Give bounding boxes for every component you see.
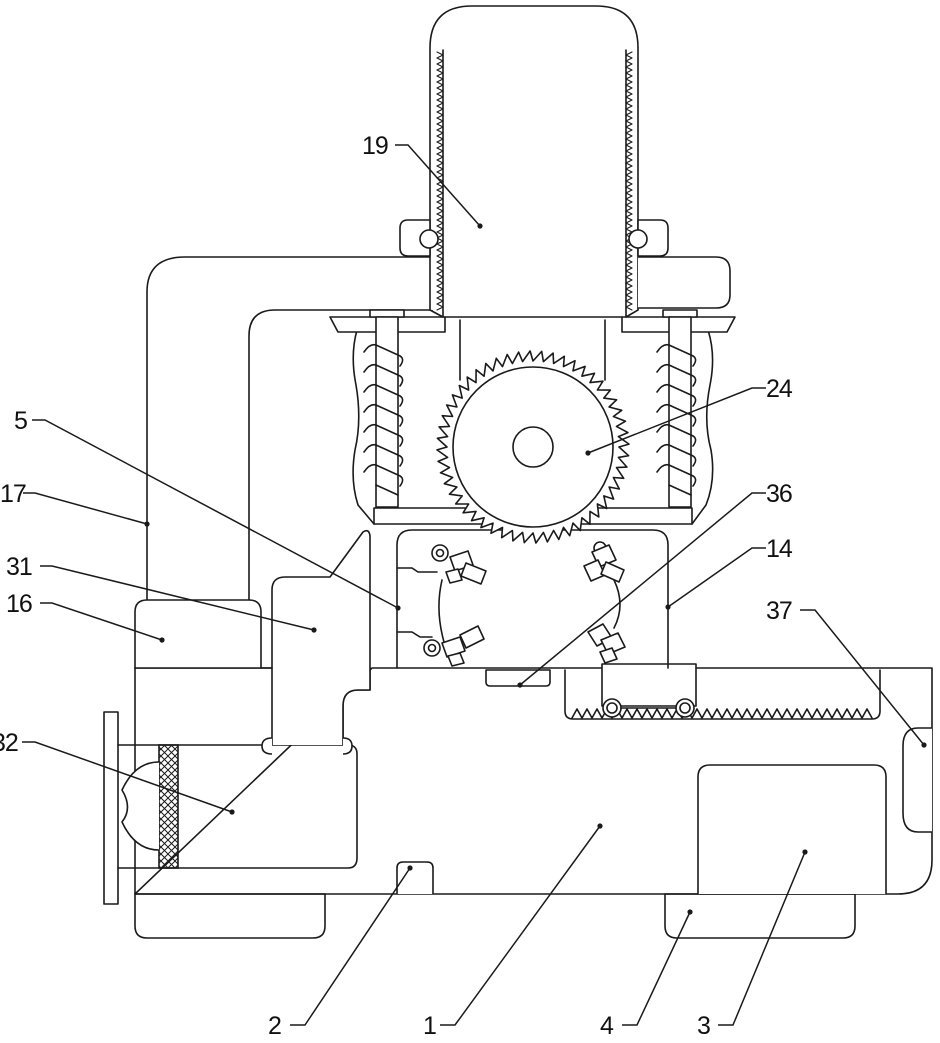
carriage-wheel-left-inner (607, 703, 617, 713)
label-16: 16 (6, 590, 32, 618)
arc-guide-left (439, 580, 444, 642)
funnel-seal-left (262, 738, 272, 754)
nozzle-upper-right (584, 542, 624, 582)
mesh-filter-32 (159, 745, 178, 868)
spring-right (657, 310, 697, 507)
support-foot-4 (665, 894, 855, 938)
label-19: 19 (362, 132, 388, 160)
bracket-5-lower (397, 632, 432, 637)
saw-arbor (513, 427, 553, 467)
label-2: 2 (268, 1012, 281, 1040)
motor-3 (698, 765, 886, 894)
block-2 (397, 862, 433, 894)
spring-housing-left-wall (353, 330, 374, 524)
right-housing-block (638, 257, 730, 308)
funnel-seal-right (343, 738, 352, 754)
feed-funnel-31 (272, 531, 370, 745)
left-foot (135, 894, 325, 938)
pump-16 (135, 600, 261, 668)
label-37: 37 (766, 597, 792, 625)
clamp-right-roller (629, 230, 647, 248)
outlet-flange (104, 712, 118, 904)
label-24: 24 (766, 375, 793, 403)
nozzle-upper-left (432, 545, 486, 584)
clamp-left-roller (420, 230, 438, 248)
side-element-37 (903, 728, 932, 832)
nozzle-lower-right (588, 624, 625, 663)
label-31: 31 (6, 553, 32, 581)
label-14: 14 (766, 535, 793, 563)
label-5: 5 (14, 407, 27, 435)
label-36: 36 (766, 480, 792, 508)
column-19 (430, 6, 638, 310)
label-32: 32 (0, 729, 18, 757)
label-4: 4 (600, 1012, 614, 1040)
label-1: 1 (423, 1012, 436, 1040)
label-3: 3 (697, 1012, 710, 1040)
label-17: 17 (0, 480, 26, 508)
spring-left (364, 310, 404, 507)
carriage-wheel-right-inner (680, 703, 690, 713)
bracket-5 (397, 568, 437, 572)
nozzle-lower-left (424, 626, 484, 666)
